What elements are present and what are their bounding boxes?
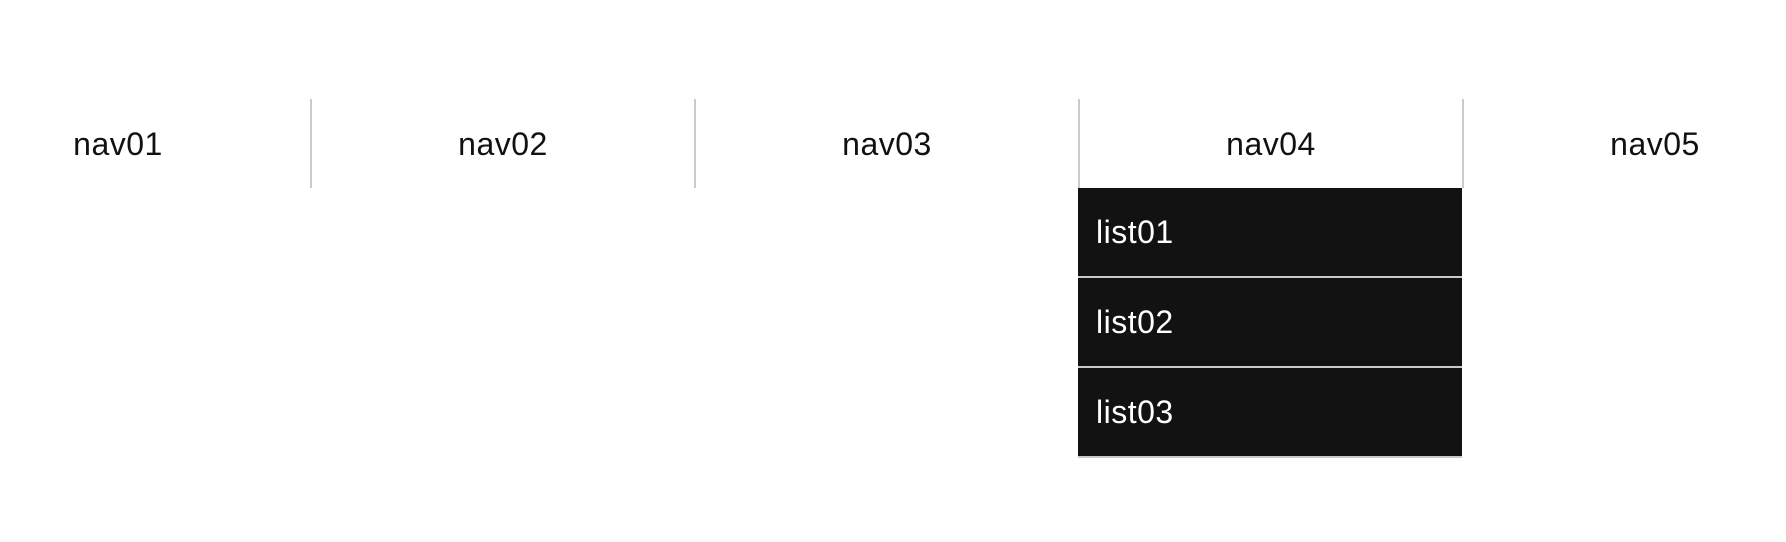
nav-item-label: nav03 [842,125,932,162]
nav-item-nav01[interactable]: nav01 [0,99,310,188]
nav-item-nav03[interactable]: nav03 [694,99,1078,188]
nav04-dropdown-menu: list01 list02 list03 [1078,188,1462,458]
nav-item-label: nav05 [1610,125,1700,162]
nav-item-nav02[interactable]: nav02 [310,99,694,188]
nav-item-label: nav01 [73,125,163,162]
nav-item-label: nav02 [458,125,548,162]
nav-item-nav05[interactable]: nav05 [1462,99,1786,188]
nav-list: nav01 nav02 nav03 nav04 list01 list02 li… [0,99,1786,458]
dropdown-item-list02[interactable]: list02 [1078,278,1462,368]
nav-item-label: nav04 [1226,125,1316,162]
nav-item-nav04[interactable]: nav04 list01 list02 list03 [1078,99,1462,458]
dropdown-item-list01[interactable]: list01 [1078,188,1462,278]
dropdown-item-list03[interactable]: list03 [1078,368,1462,458]
